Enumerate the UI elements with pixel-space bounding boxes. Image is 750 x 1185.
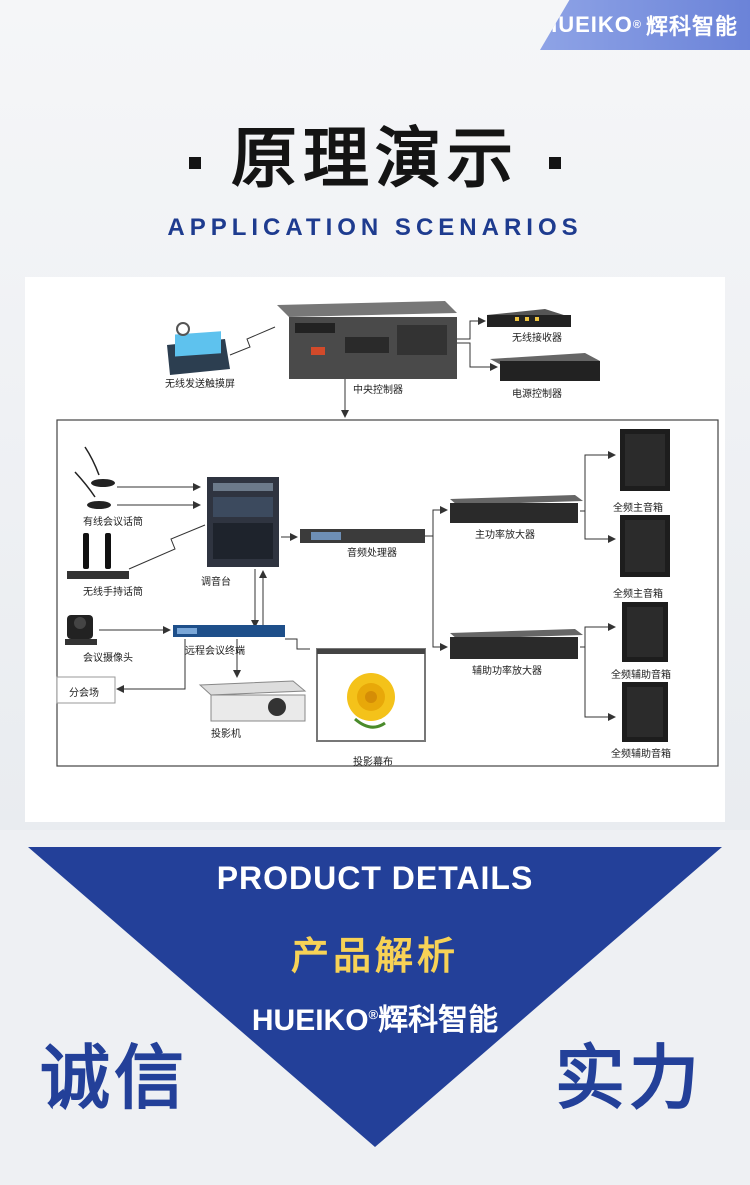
banner-brand-name-cn: 辉科智能 [378,1004,499,1037]
projection-screen-device [316,648,426,742]
main-amp-to-speaker1 [580,451,616,512]
wireless-handheld-mic-device [67,533,129,579]
aux-speaker-2-device [622,682,668,742]
wired-mic-device [74,446,115,509]
brand-name-cn: 辉科智能 [645,14,738,39]
system-diagram: 无线发送触摸屏 中央控制器 无线接收器 电源控制器 有线会议话筒 无线手持话筒 … [25,277,725,822]
banner-brand-registered-mark: ® [368,1007,379,1022]
banner-brand-name-en: HUEIKO [251,1004,369,1037]
label-sub-venue: 分会场 [69,688,99,699]
link-to-receiver [457,317,486,340]
page-subtitle: APPLICATION SCENARIOS [167,214,583,241]
title-dot-right [549,156,561,169]
label-power-controller: 电源控制器 [512,389,562,400]
product-details-brand: HUEIKO®辉科智能 [0,995,750,1039]
label-main-speaker-1: 全频主音箱 [613,503,663,514]
terminal-to-subvenue [116,639,186,693]
aux-amplifier-device [450,629,583,659]
link-to-power [457,342,498,371]
terminal-to-screen [285,638,310,650]
projector-device [198,680,307,722]
wireless-link-touchscreen [229,326,276,356]
audio-processor-device [300,529,425,543]
label-touchscreen: 无线发送触摸屏 [165,379,235,390]
title-dot-left [189,156,201,169]
main-speaker-2-device [620,515,670,577]
label-mixer: 调音台 [201,577,231,588]
camera-device [65,615,97,645]
page-title: 原理演示 [0,105,750,201]
label-projector: 投影机 [211,729,241,740]
label-camera: 会议摄像头 [83,653,133,664]
diagram-drawing [56,301,719,767]
brand-registered-mark: ® [632,19,642,31]
label-remote-terminal: 远程会议终端 [185,646,245,657]
product-details-title-en: PRODUCT DETAILS [216,860,534,896]
aux-speaker-1-device [622,602,668,662]
slogan-left: 诚信 [40,1037,188,1119]
label-screen: 投影幕布 [353,757,393,768]
label-wireless-receiver: 无线接收器 [512,333,562,344]
central-controller-device [277,301,457,379]
label-aux-speaker-2: 全频辅助音箱 [611,749,671,760]
power-controller-device [490,353,600,381]
label-central-controller: 中央控制器 [353,385,403,396]
label-main-amp: 主功率放大器 [475,530,535,541]
product-details-title-cn: 产品解析 [290,934,459,978]
aux-amp-to-speaker2 [584,647,616,721]
main-amplifier-device [450,495,583,523]
diagram-frame [56,419,719,767]
label-aux-speaker-1: 全频辅助音箱 [611,670,671,681]
label-wireless-mic: 无线手持话筒 [83,587,143,598]
label-wired-mic: 有线会议话筒 [83,517,143,528]
wireless-link-mic [128,524,206,570]
wireless-receiver-device [487,309,571,327]
aux-amp-to-speaker1 [580,623,616,648]
mixer-device [207,477,279,567]
label-audio-processor: 音频处理器 [347,548,397,559]
processor-to-aux-amp [432,536,448,651]
main-speaker-1-device [620,429,670,491]
main-amp-to-speaker2 [584,511,616,543]
processor-to-main-amp [432,506,448,536]
sub-venue-box [56,676,116,704]
slogan-right: 实力 [555,1037,703,1119]
remote-terminal-device [173,625,285,637]
touchscreen-device [167,322,230,375]
brand-tag: HUEIKO®辉科智能 [540,0,750,50]
page-title-text: 原理演示 [231,120,519,197]
label-aux-amp: 辅助功率放大器 [472,666,542,677]
label-main-speaker-2: 全频主音箱 [613,589,663,600]
